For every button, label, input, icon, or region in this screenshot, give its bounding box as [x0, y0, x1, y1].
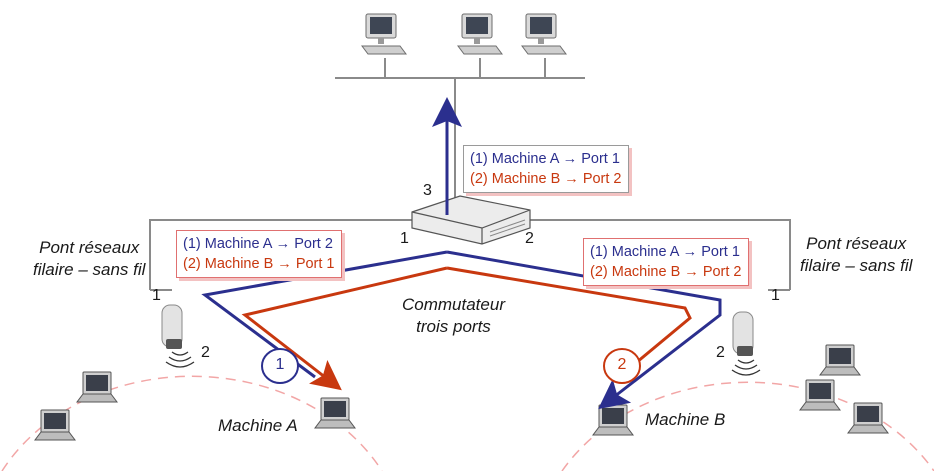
table-row: (1) Machine A → Port 2: [183, 236, 333, 252]
desktop-computer-icon: [361, 13, 567, 55]
bridge-label-left: Pont réseaux filaire – sans fil: [33, 238, 146, 279]
switch-label: Commutateur trois ports: [402, 295, 505, 336]
bridge-table-right: (1) Machine A → Port 1 (2) Machine B → P…: [583, 238, 749, 286]
left-bridge-port-2: 2: [201, 344, 210, 361]
path-2-machine-b: [241, 266, 692, 391]
switch-port-2: 2: [525, 230, 534, 247]
path-number-2: [603, 348, 641, 384]
bridge-table-left: (1) Machine A → Port 2 (2) Machine B → P…: [176, 230, 342, 278]
switch-table-top: (1) Machine A → Port 1 (2) Machine B → P…: [463, 145, 629, 193]
right-bridge-port-1: 1: [771, 287, 780, 304]
bridge-label-right: Pont réseaux filaire – sans fil: [800, 234, 913, 275]
table-row: (1) Machine A → Port 1: [590, 244, 740, 260]
laptop-icon: [34, 344, 889, 441]
table-row: (2) Machine B → Port 2: [590, 264, 742, 280]
switch-port-1: 1: [400, 230, 409, 247]
table-row: (2) Machine B → Port 2: [470, 171, 622, 187]
machine-a-label: Machine A: [218, 416, 298, 435]
table-row: (2) Machine B → Port 1: [183, 256, 335, 272]
path-1-number: 1: [275, 356, 285, 373]
table-row: (1) Machine A → Port 1: [470, 151, 620, 167]
left-bridge-port-1: 1: [152, 287, 161, 304]
machine-b-label: Machine B: [645, 410, 726, 429]
right-bridge-port-2: 2: [716, 344, 725, 361]
path-2-number: 2: [617, 356, 627, 373]
path-number-1: [261, 348, 299, 384]
switch-port-3: 3: [423, 182, 432, 199]
switch-icon: [411, 195, 531, 245]
